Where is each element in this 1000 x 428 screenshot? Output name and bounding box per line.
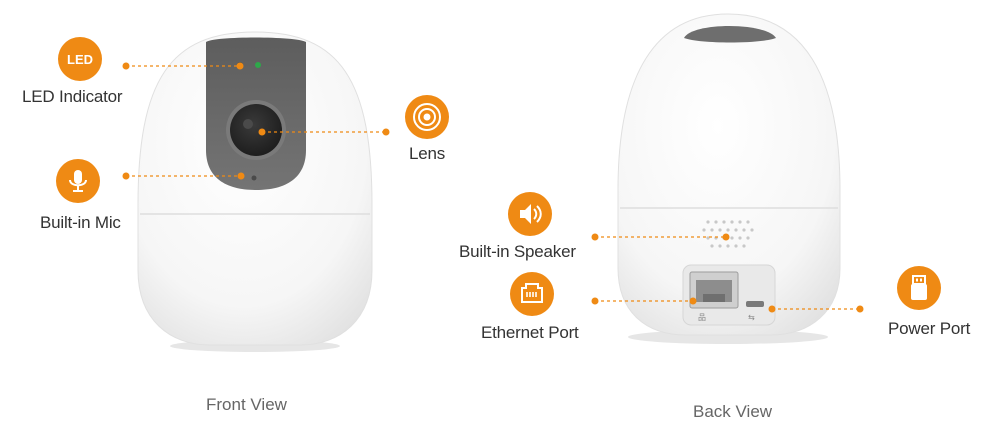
leader-dots [122, 62, 864, 313]
led-indicator-label: LED Indicator [22, 87, 123, 106]
ethernet-port-label: Ethernet Port [481, 323, 579, 342]
svg-text:品: 品 [698, 313, 706, 322]
ethernet-icon [510, 272, 554, 316]
led-icon: LED [58, 37, 102, 81]
lens-icon [405, 95, 449, 139]
speaker-icon [508, 192, 552, 236]
power-port-label: Power Port [888, 319, 971, 338]
front-view-caption: Front View [206, 395, 287, 414]
svg-text:⇆: ⇆ [748, 313, 755, 322]
front-camera [137, 31, 373, 352]
back-view-caption: Back View [693, 402, 773, 421]
usb-icon [897, 266, 941, 310]
built-in-speaker-label: Built-in Speaker [459, 242, 576, 261]
led-badge-text: LED [67, 52, 93, 67]
built-in-mic-label: Built-in Mic [40, 213, 121, 232]
lens-label: Lens [409, 144, 446, 163]
back-camera: 品 ⇆ [617, 13, 841, 344]
leader-lines [126, 65, 860, 310]
microphone-icon [56, 159, 100, 203]
